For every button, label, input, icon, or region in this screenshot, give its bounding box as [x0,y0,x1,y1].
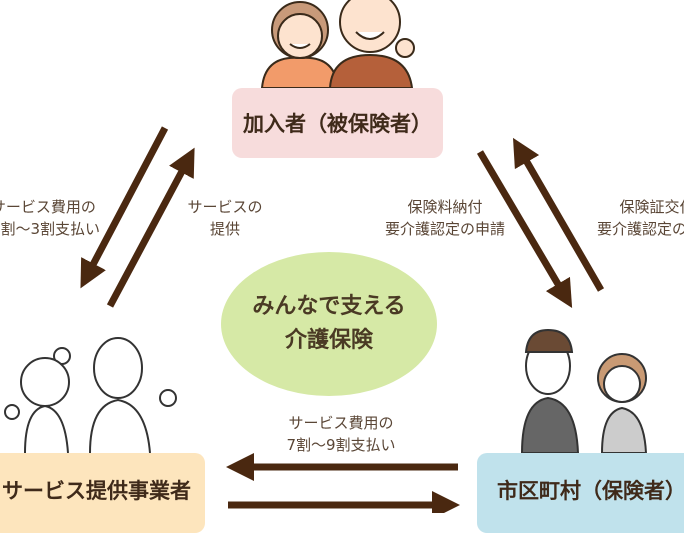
member-label: 加入者（被保険者） [243,112,432,136]
arrow-service [106,147,195,308]
member-box: 加入者（被保険者） [232,88,443,158]
municipality-box: 市区町村（保険者） [477,453,684,533]
label-copay-line1: サービス費用の [0,198,96,216]
center-ellipse: みんなで支える 介護保険 [221,252,437,396]
label-premium: 保険料納付 要介護認定の申請 [370,196,520,240]
illustrations [4,0,648,454]
arrow-copay [80,126,169,289]
label-card-line1: 保険証交付 [619,198,684,216]
provider-box: サービス提供事業者 [0,453,205,533]
official-man-illustration [520,328,580,454]
provider-label: サービス提供事業者 [2,479,191,503]
arrows [80,126,605,513]
arrow-card [512,137,605,292]
official-woman-illustration [597,353,648,454]
elderly-man-illustration [328,0,415,89]
label-benefit-line1: サービス費用の [288,414,394,432]
center-line2: 介護保険 [284,328,373,353]
care-worker-man-illustration [89,337,177,454]
label-copay-line2: 1割～3割支払い [0,220,100,238]
municipality-label: 市区町村（保険者） [497,479,684,503]
label-service-line1: サービスの [187,198,263,216]
label-premium-line1: 保険料納付 [407,198,483,216]
center-line1: みんなで支える [252,294,406,319]
arrow-premium [476,150,573,309]
label-service: サービスの 提供 [180,196,270,240]
label-card: 保険証交付 要介護認定の通知 [582,196,684,240]
label-benefit: サービス費用の 7割～9割支払い [266,412,416,456]
label-service-line2: 提供 [209,220,240,238]
care-worker-woman-illustration [4,347,71,454]
label-card-line2: 要介護認定の通知 [596,220,684,238]
label-benefit-line2: 7割～9割支払い [286,436,396,454]
label-premium-line2: 要介護認定の申請 [384,220,505,238]
label-copay: サービス費用の 1割～3割支払い [0,196,100,240]
elderly-woman-illustration [260,1,340,89]
